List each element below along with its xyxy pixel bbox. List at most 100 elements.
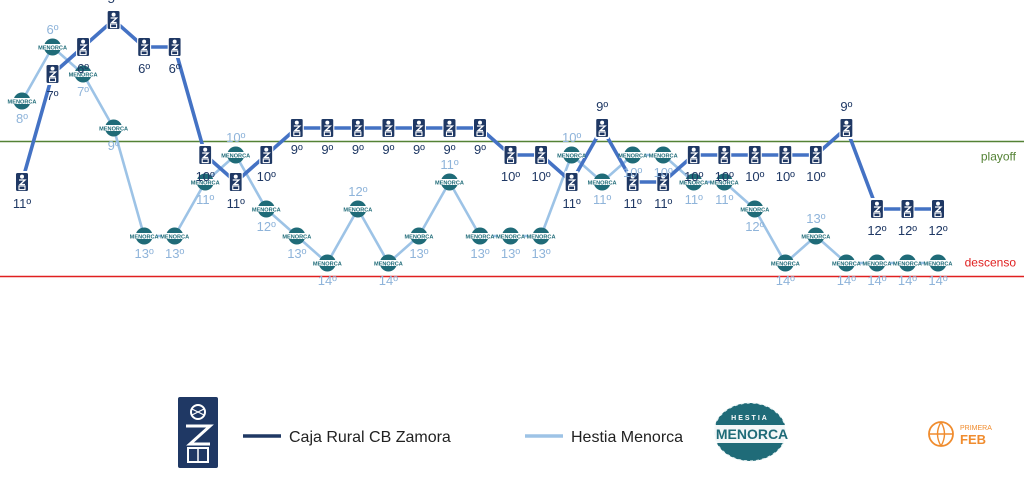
svg-text:MENORCA: MENORCA — [893, 261, 922, 267]
svg-text:MENORCA: MENORCA — [618, 153, 647, 159]
reference-label-descenso: descenso — [965, 256, 1017, 270]
svg-text:MENORCA: MENORCA — [557, 153, 586, 159]
rank-label-menorca: 11º — [593, 192, 611, 207]
menorca-marker: MENORCA — [282, 227, 311, 245]
rank-label-zamora: 10º — [806, 169, 825, 184]
menorca-marker: MENORCA — [771, 254, 800, 272]
svg-text:MENORCA: MENORCA — [466, 234, 495, 240]
rank-label-menorca: 9º — [108, 138, 120, 153]
rank-label-zamora: 6º — [77, 61, 89, 76]
rank-label-menorca: 6º — [47, 22, 59, 37]
zamora-marker — [167, 36, 182, 58]
menorca-marker: MENORCA — [69, 65, 98, 83]
rank-label-zamora: 11º — [562, 196, 580, 211]
menorca-marker: MENORCA — [924, 254, 953, 272]
legend: Caja Rural CB Zamora Hestia Menorca MENO… — [178, 397, 992, 468]
svg-text:MENORCA: MENORCA — [924, 261, 953, 267]
zamora-marker — [503, 144, 518, 166]
svg-text:MENORCA: MENORCA — [38, 45, 67, 51]
svg-text:MENORCA: MENORCA — [8, 99, 37, 105]
menorca-marker: MENORCA — [618, 146, 647, 164]
menorca-marker: MENORCA — [38, 38, 67, 56]
menorca-marker: MENORCA — [191, 173, 220, 191]
menorca-marker: MENORCA — [740, 200, 769, 218]
rank-label-menorca: 13º — [409, 246, 428, 261]
zamora-marker — [686, 144, 701, 166]
menorca-marker: MENORCA — [130, 227, 159, 245]
rank-label-menorca: 11º — [196, 192, 214, 207]
rank-label-menorca: 7º — [77, 84, 89, 99]
rank-label-menorca: 8º — [16, 111, 28, 126]
menorca-marker: MENORCA — [343, 200, 372, 218]
primera-feb-logo-icon: PRIMERA FEB — [928, 421, 992, 447]
rank-label-zamora: 9º — [352, 142, 364, 157]
rank-label-menorca: 10º — [562, 130, 581, 145]
svg-text:MENORCA: MENORCA — [771, 261, 800, 267]
svg-text:FEB: FEB — [960, 432, 986, 447]
menorca-marker: MENORCA — [496, 227, 525, 245]
rank-label-menorca: 13º — [501, 246, 520, 261]
zamora-marker — [411, 117, 426, 139]
svg-text:MENORCA: MENORCA — [282, 234, 311, 240]
rank-label-menorca: 14º — [776, 273, 795, 288]
svg-text:MENORCA: MENORCA — [588, 180, 617, 186]
zamora-marker — [625, 171, 640, 193]
svg-text:MENORCA: MENORCA — [862, 261, 891, 267]
rank-label-zamora: 7º — [47, 88, 59, 103]
zamora-marker — [259, 144, 274, 166]
svg-text:MENORCA: MENORCA — [313, 261, 342, 267]
rank-label-zamora: 10º — [501, 169, 520, 184]
menorca-marker: MENORCA — [160, 227, 189, 245]
zamora-marker — [656, 171, 671, 193]
menorca-marker: MENORCA — [649, 146, 678, 164]
rank-label-zamora: 9º — [443, 142, 455, 157]
rank-label-menorca: 11º — [440, 157, 458, 172]
svg-text:MENORCA: MENORCA — [740, 207, 769, 213]
menorca-marker: MENORCA — [832, 254, 861, 272]
zamora-marker — [534, 144, 549, 166]
rank-label-zamora: 10º — [745, 169, 764, 184]
rank-label-zamora: 6º — [138, 61, 150, 76]
menorca-marker: MENORCA — [313, 254, 342, 272]
svg-text:MENORCA: MENORCA — [191, 180, 220, 186]
rank-label-zamora: 6º — [169, 61, 181, 76]
rank-label-zamora: 10º — [196, 169, 215, 184]
zamora-marker — [564, 171, 579, 193]
rank-label-menorca: 13º — [806, 211, 825, 226]
menorca-marker: MENORCA — [435, 173, 464, 191]
rank-label-zamora: 9º — [291, 142, 303, 157]
zamora-marker — [900, 198, 915, 220]
menorca-marker: MENORCA — [862, 254, 891, 272]
svg-text:MENORCA: MENORCA — [710, 180, 739, 186]
svg-text:HESTIA: HESTIA — [731, 415, 769, 422]
svg-text:MENORCA: MENORCA — [679, 180, 708, 186]
menorca-marker: MENORCA — [252, 200, 281, 218]
rank-label-zamora: 10º — [684, 169, 703, 184]
svg-text:MENORCA: MENORCA — [374, 261, 403, 267]
svg-text:MENORCA: MENORCA — [801, 234, 830, 240]
legend-label-menorca: Hestia Menorca — [571, 429, 683, 446]
svg-text:MENORCA: MENORCA — [496, 234, 525, 240]
zamora-marker — [228, 171, 243, 193]
rank-label-zamora: 9º — [474, 142, 486, 157]
zamora-marker — [778, 144, 793, 166]
zamora-marker — [869, 198, 884, 220]
rank-label-menorca: 11º — [715, 192, 733, 207]
rank-label-menorca: 14º — [867, 273, 886, 288]
zamora-marker — [473, 117, 487, 139]
svg-text:MENORCA: MENORCA — [716, 426, 788, 442]
svg-text:MENORCA: MENORCA — [404, 234, 433, 240]
zamora-marker — [717, 144, 732, 166]
rank-label-menorca: 12º — [348, 184, 367, 199]
menorca-marker: MENORCA — [710, 173, 739, 191]
menorca-marker: MENORCA — [221, 146, 250, 164]
rank-label-menorca: 12º — [257, 219, 276, 234]
rank-label-menorca: 14º — [898, 273, 917, 288]
rank-label-zamora: 9º — [840, 99, 852, 114]
rank-label-menorca: 13º — [135, 246, 154, 261]
zamora-marker — [198, 144, 213, 166]
rank-label-zamora: 10º — [715, 169, 734, 184]
rank-label-zamora: 12º — [928, 223, 947, 238]
